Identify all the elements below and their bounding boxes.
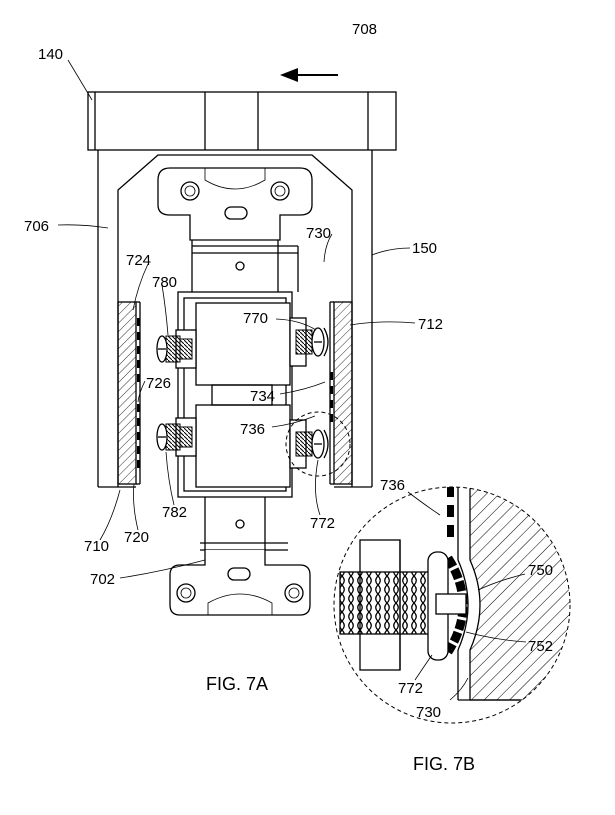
fig-7b: 736 750 752 772 730 FIG. 7B (333, 477, 571, 774)
direction-arrow (280, 68, 338, 82)
right-contact-strips (330, 372, 333, 422)
detail-circle (285, 411, 351, 477)
label-702: 702 (90, 571, 115, 588)
screw-770 (289, 317, 329, 367)
top-strap (157, 167, 313, 292)
label-712: 712 (418, 316, 443, 333)
left-contact-strips (137, 318, 140, 468)
screw-772 (289, 419, 329, 469)
label-724: 724 (126, 252, 151, 269)
right-contact-plate (329, 301, 353, 485)
screw-780 (156, 329, 197, 369)
label-730-b: 730 (416, 704, 441, 721)
screw-782 (156, 417, 197, 457)
bottom-strap (169, 497, 311, 616)
fig-7a: 140 708 706 150 730 724 780 770 712 726 … (24, 21, 443, 694)
leader-lines-7a (57, 59, 416, 579)
leader-lines-7b (407, 491, 527, 701)
label-750: 750 (528, 562, 553, 579)
label-730-a: 730 (306, 225, 331, 242)
label-770: 770 (243, 310, 268, 327)
label-726: 726 (146, 375, 171, 392)
label-752: 752 (528, 638, 553, 655)
label-710: 710 (84, 538, 109, 555)
label-780: 780 (152, 274, 177, 291)
label-736-b: 736 (380, 477, 405, 494)
housing (97, 150, 373, 488)
label-772-b: 772 (398, 680, 423, 697)
left-contact-plate (117, 301, 141, 485)
top-bar (87, 91, 397, 151)
label-734: 734 (250, 388, 275, 405)
label-772-a: 772 (310, 515, 335, 532)
label-720: 720 (124, 529, 149, 546)
label-140: 140 (38, 46, 63, 63)
label-736-a: 736 (240, 421, 265, 438)
label-706: 706 (24, 218, 49, 235)
caption-fig-7b: FIG. 7B (413, 754, 475, 774)
caption-fig-7a: FIG. 7A (206, 674, 268, 694)
label-782: 782 (162, 504, 187, 521)
label-708: 708 (352, 21, 377, 38)
label-150: 150 (412, 240, 437, 257)
